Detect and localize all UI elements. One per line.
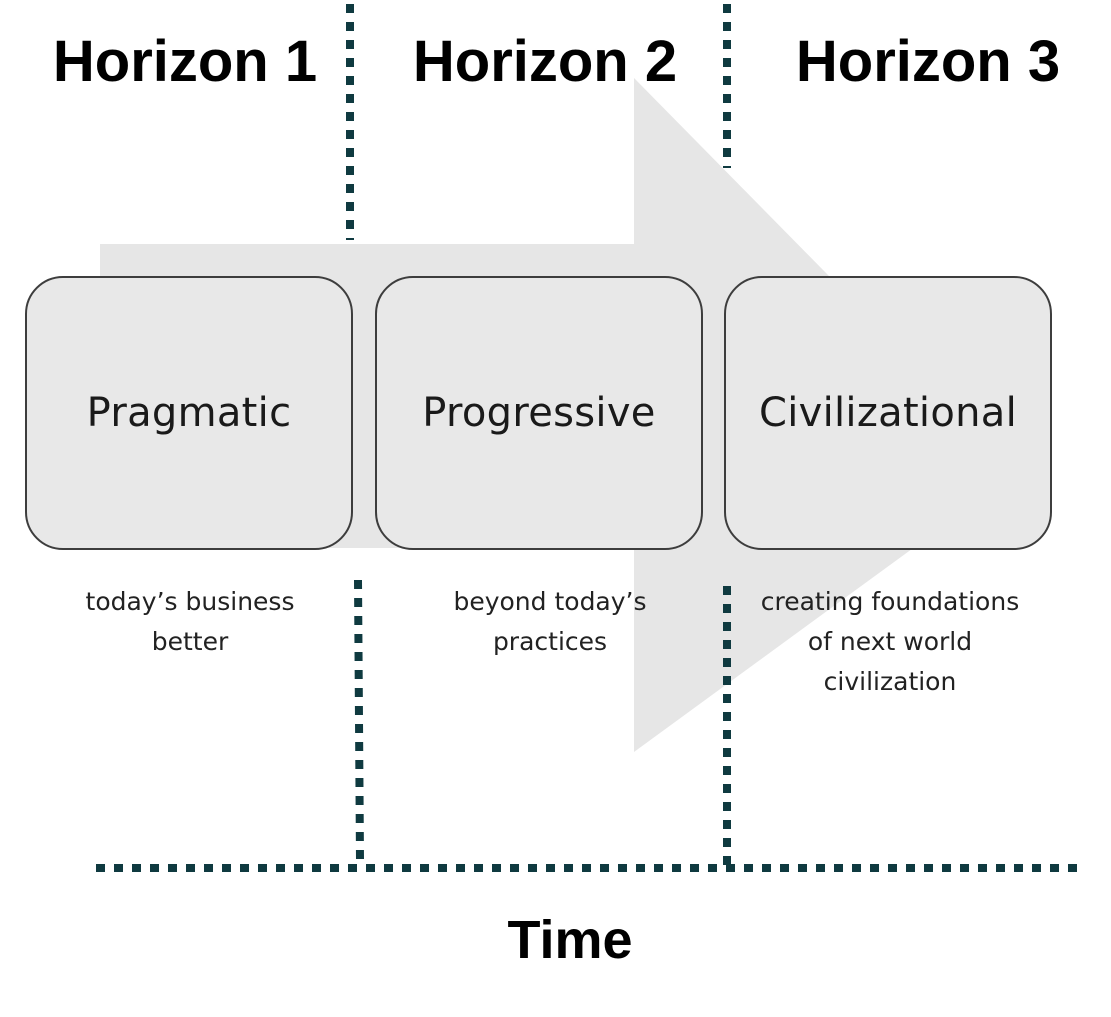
description-line: civilization	[823, 667, 957, 696]
description-line: better	[151, 627, 229, 656]
horizon-2-title: Horizon 2	[412, 29, 678, 94]
stage-description-progressive: beyond today’s practices	[390, 582, 710, 662]
horizon-1-title: Horizon 1	[52, 29, 318, 94]
horizon-3-title: Horizon 3	[795, 29, 1061, 94]
stage-description-pragmatic: today’s business better	[30, 582, 350, 662]
description-line: of next world	[807, 627, 973, 656]
stage-box-progressive: Progressive	[375, 276, 703, 550]
stage-box-civilizational: Civilizational	[724, 276, 1052, 550]
stage-box-pragmatic: Pragmatic	[25, 276, 353, 550]
description-line: practices	[492, 627, 608, 656]
description-line: today’s business	[85, 587, 295, 616]
stage-description-civilizational: creating foundations of next world civil…	[730, 582, 1050, 702]
time-axis-label: Time	[507, 910, 633, 970]
description-line: beyond today’s	[453, 587, 647, 616]
divider-1-lower	[354, 579, 364, 861]
description-line: creating foundations	[760, 587, 1020, 616]
